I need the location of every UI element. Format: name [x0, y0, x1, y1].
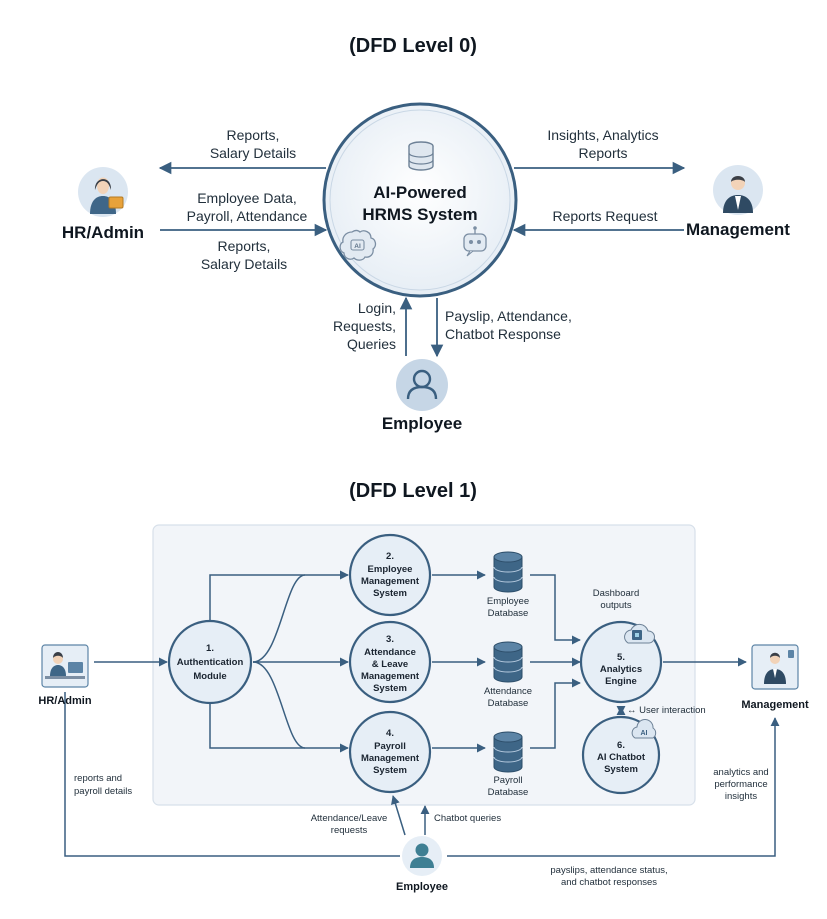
level0-title: (DFD Level 0) [349, 35, 477, 57]
system-name-line2: HRMS System [362, 205, 477, 224]
flow-label: Payslip, Attendance, [445, 308, 572, 324]
process-label: Management [361, 671, 420, 682]
svg-text:AI: AI [354, 243, 361, 250]
database-icon [408, 141, 434, 171]
process-label: Authentication [177, 657, 244, 668]
flow-label: Queries [347, 336, 396, 352]
employee-avatar [402, 836, 442, 876]
process-label: System [373, 683, 407, 694]
flow-label: analytics and [713, 767, 768, 778]
process-employee-management [348, 533, 432, 617]
flow-label: Employee Data, [197, 190, 297, 206]
flow-label: Salary Details [201, 256, 287, 272]
process-label: Employee [368, 564, 413, 575]
payroll-database-icon [493, 731, 523, 773]
store-label: Payroll [493, 775, 522, 786]
process-label: Analytics [600, 664, 642, 675]
flow-label: Dashboard [593, 588, 639, 599]
flow-label: Salary Details [210, 145, 296, 161]
process-label: Engine [605, 676, 637, 687]
ai-cloud-icon: AI [631, 719, 657, 739]
process-attendance-leave [348, 620, 432, 704]
employee-label: Employee [382, 414, 462, 433]
process-label: 5. [617, 652, 625, 663]
hr-admin-label: HR/Admin [62, 223, 144, 242]
flow-label: Chatbot Response [445, 326, 561, 342]
process-label: Payroll [374, 741, 406, 752]
chip-cloud-icon [624, 623, 655, 644]
flow-label: Requests, [333, 318, 396, 334]
employee-database-icon [493, 551, 523, 593]
process-label: System [373, 765, 407, 776]
store-label: Attendance [484, 686, 532, 697]
flow-label: outputs [600, 600, 631, 611]
process-label: & Leave [372, 659, 408, 670]
process-label: 1. [206, 643, 214, 654]
level1-title: (DFD Level 1) [349, 480, 477, 502]
ai-brain-icon: AI [339, 229, 377, 261]
process-label: Module [193, 671, 226, 682]
flow-label: and chatbot responses [561, 877, 657, 888]
employee-label: Employee [396, 881, 448, 893]
flow-label: Login, [358, 300, 396, 316]
process-label: AI Chatbot [597, 752, 646, 763]
process-label: 4. [386, 728, 394, 739]
flow-label: Reports [578, 145, 627, 161]
robot-icon [463, 226, 487, 257]
store-label: Database [488, 608, 529, 619]
flow-label: requests [331, 825, 368, 836]
management-workstation-icon [751, 644, 799, 690]
employee-avatar [396, 359, 448, 411]
management-label: Management [686, 220, 790, 239]
flow-label: Reports, [227, 127, 280, 143]
hr-admin-avatar [78, 167, 128, 217]
flow-label: Reports Request [552, 208, 657, 224]
flow-label: performance [714, 779, 767, 790]
process-label: System [604, 764, 638, 775]
process-label: Attendance [364, 647, 416, 658]
process-label: Management [361, 753, 420, 764]
flow-label: Chatbot queries [434, 813, 501, 824]
flow-label: Attendance/Leave [311, 813, 388, 824]
store-label: Database [488, 698, 529, 709]
process-authentication [167, 619, 253, 705]
management-avatar [713, 165, 763, 215]
svg-text:AI: AI [641, 730, 648, 737]
store-label: Database [488, 787, 529, 798]
flow-label: payroll details [74, 786, 132, 797]
flow-label: Insights, Analytics [547, 127, 658, 143]
system-name-line1: AI-Powered [373, 183, 467, 202]
hr-admin-label: HR/Admin [38, 695, 91, 707]
process-label: 6. [617, 740, 625, 751]
level1-connectors [64, 570, 780, 857]
flow-label: Reports, [218, 238, 271, 254]
attendance-database-icon [493, 641, 523, 683]
process-label: System [373, 588, 407, 599]
store-label: Employee [487, 596, 529, 607]
process-label: Management [361, 576, 420, 587]
process-label: 2. [386, 551, 394, 562]
flow-label: payslips, attendance status, [550, 865, 667, 876]
management-label: Management [741, 699, 809, 711]
process-payroll-management [348, 710, 432, 794]
process-label: 3. [386, 634, 394, 645]
flow-label: Payroll, Attendance [187, 208, 308, 224]
hr-admin-workstation-icon [41, 644, 89, 688]
flow-label: ↔ User interaction [627, 705, 706, 716]
flow-label: reports and [74, 773, 122, 784]
flow-label: insights [725, 791, 757, 802]
